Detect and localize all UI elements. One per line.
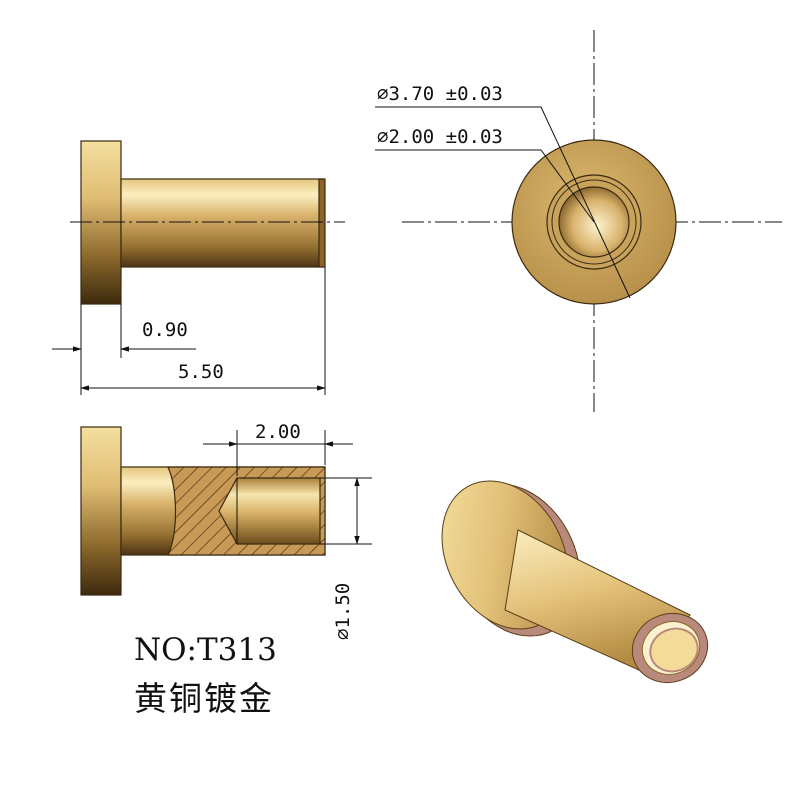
section-view: 2.00 ∅1.50 [80,421,372,640]
dim-inner-diameter: ∅2.00 ±0.03 [377,126,503,148]
section-bore [218,477,321,545]
part-number-label: NO:T313 [134,632,277,668]
dim-overall-length: 5.50 [178,361,224,383]
dim-outer-diameter: ∅3.70 ±0.03 [377,83,503,105]
dim-bore-depth: 2.00 [255,421,301,443]
dim-bore-diameter: ∅1.50 [332,583,354,640]
material-label: 黄铜镀金 [134,679,274,718]
side-view: 0.90 5.50 [52,140,345,395]
end-view: ∅3.70 ±0.03 ∅2.00 ±0.03 [375,30,782,412]
dim-flange-thickness: 0.90 [142,319,188,341]
isometric-view [441,480,709,683]
side-view-shaft [120,178,324,268]
